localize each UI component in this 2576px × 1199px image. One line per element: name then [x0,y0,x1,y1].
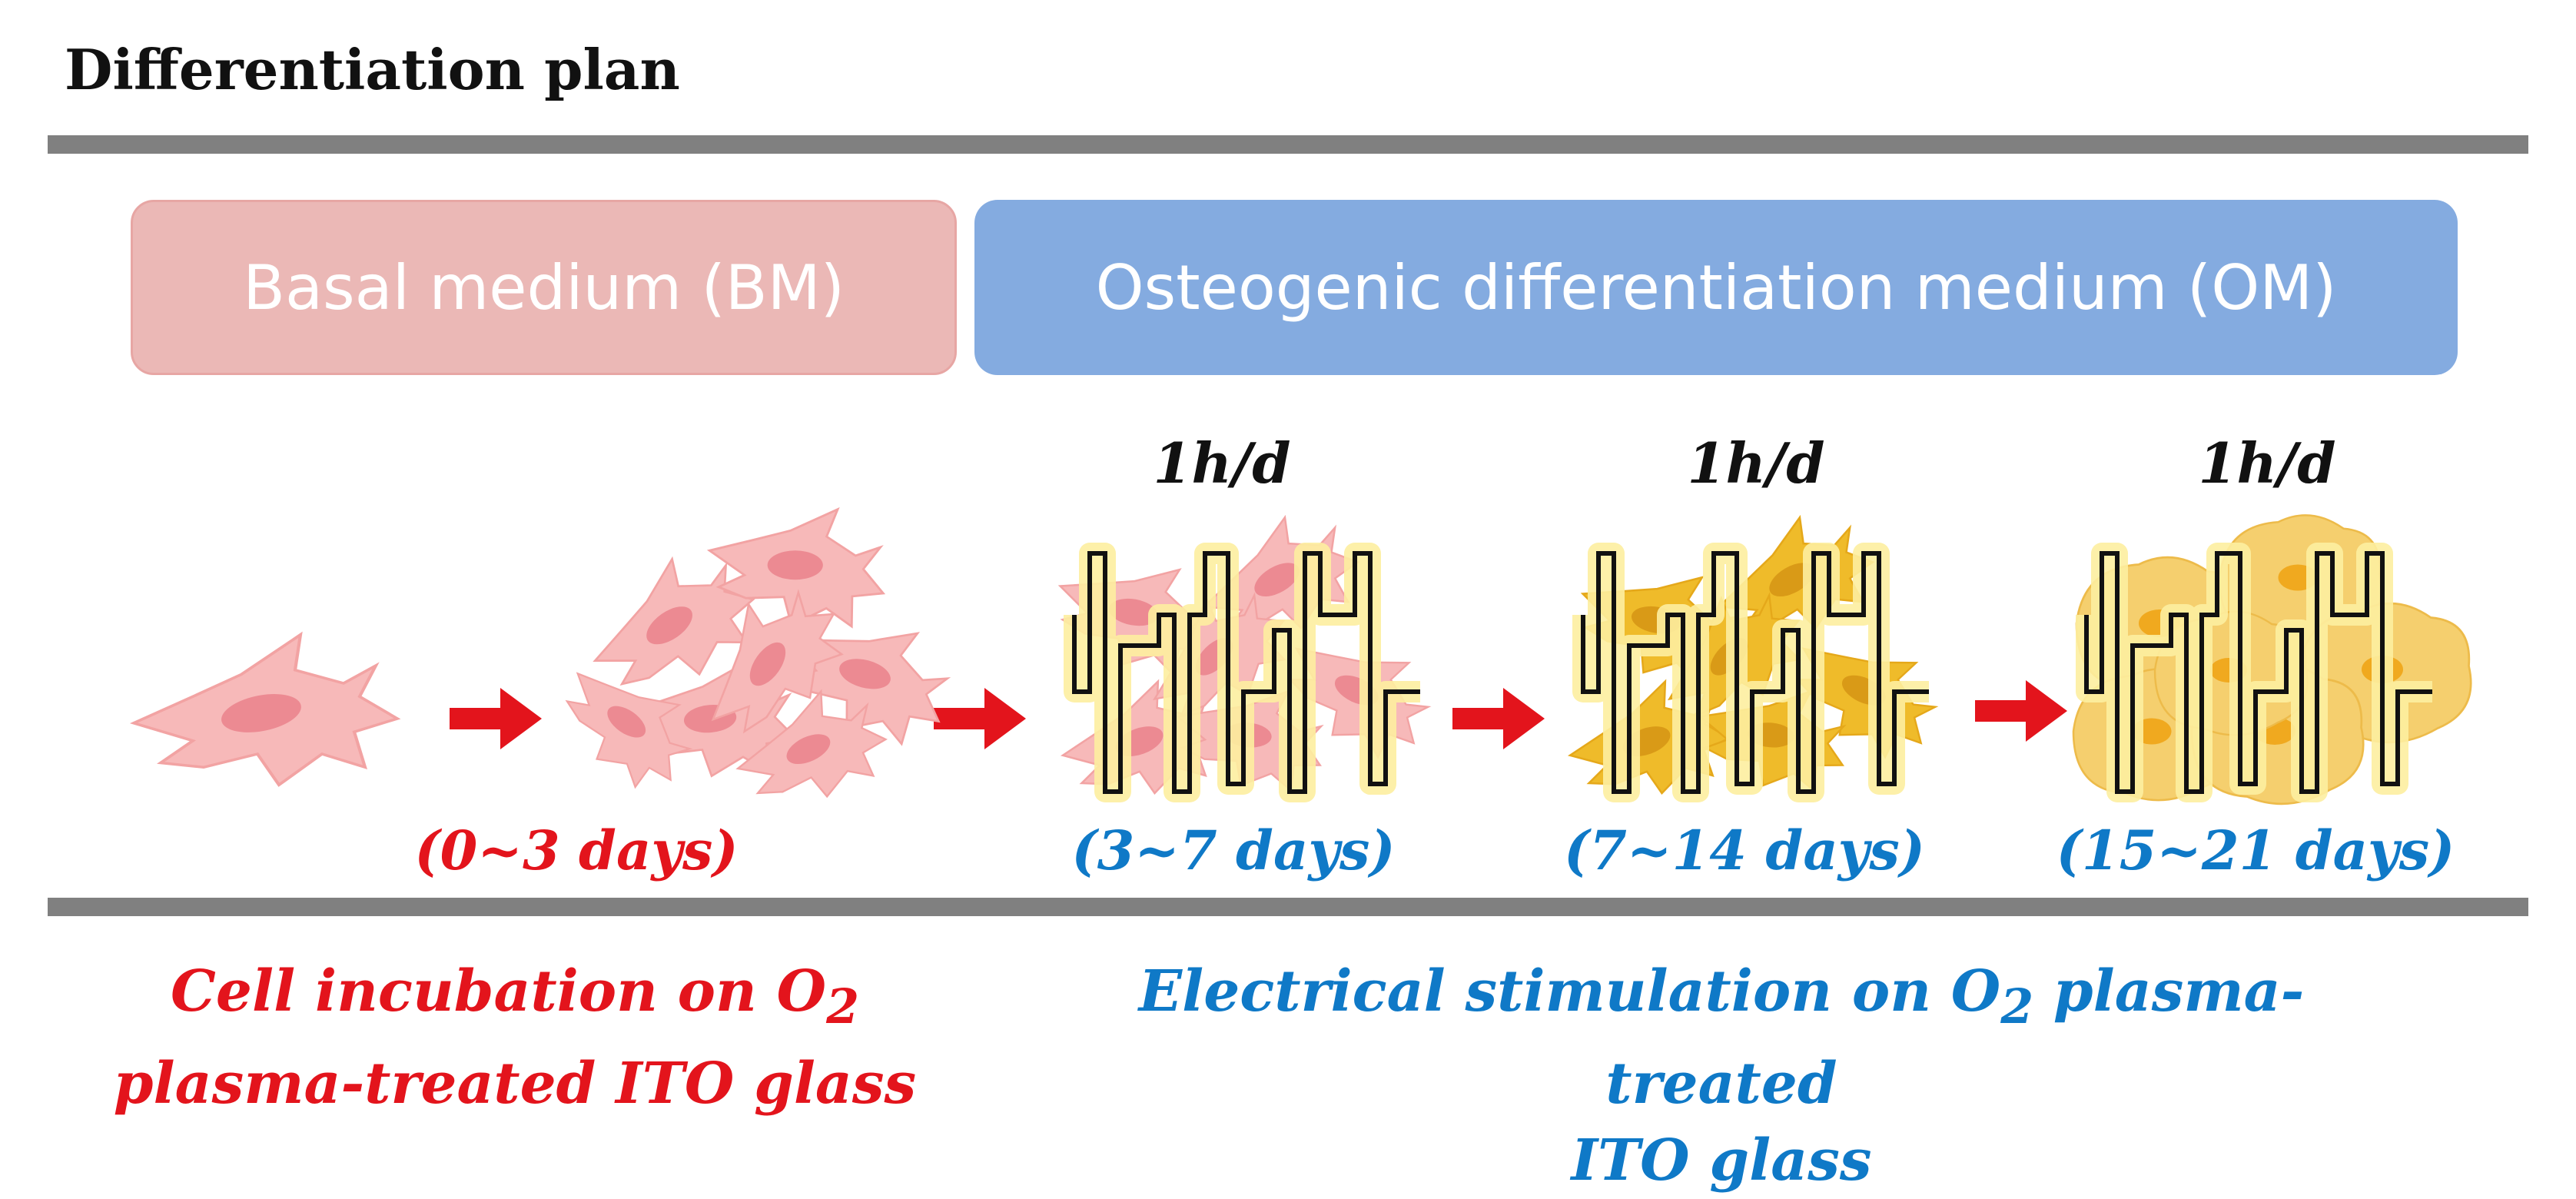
osteogenic-medium-box: Osteogenic differentiation medium (OM) [974,200,2458,375]
arrow-icon [934,688,1026,749]
stimulation-rate-3: 1h/d [2198,430,2336,496]
top-rule [48,135,2528,154]
figure-title: Differentiation plan [65,37,680,102]
cell-cluster-icon [546,479,973,812]
bottom-rule [48,898,2528,916]
incubation-phase-label: Cell incubation on O2 plasma-treated ITO… [113,958,917,1117]
stimulation-rate-1: 1h/d [1153,430,1291,496]
stage2-duration: (7~14 days) [1564,819,1925,882]
single-cell-icon [134,635,397,785]
arrow-icon [450,688,542,749]
incubation-duration: (0~3 days) [414,819,739,882]
arrow-icon [1452,688,1545,749]
stimulation-rate-2: 1h/d [1687,430,1825,496]
stimulation-phase-label: Electrical stimulation on O2 plasma-trea… [1138,958,2305,1194]
basal-medium-box: Basal medium (BM) [131,200,957,375]
arrow-icon [1975,680,2067,742]
stage1-duration: (3~7 days) [1071,819,1396,882]
stage3-duration: (15~21 days) [2056,819,2455,882]
